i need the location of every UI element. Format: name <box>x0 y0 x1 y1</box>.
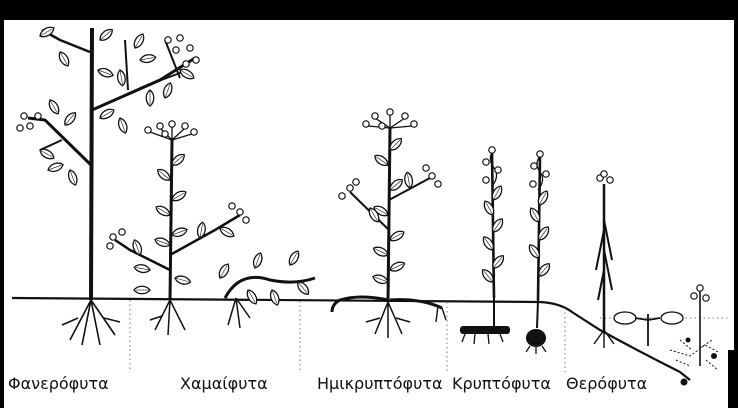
label-chamaephytes: Χαμαίφυτα <box>180 374 268 393</box>
label-phanerophytes: Φανερόφυτα <box>8 374 109 393</box>
label-hemicryptophytes: Ημικρυπτόφυτα <box>317 374 443 393</box>
label-therophytes: Θερόφυτα <box>566 374 647 393</box>
label-cryptophytes: Κρυπτόφυτα <box>452 374 551 393</box>
bottom-right-dark-corner <box>728 350 738 408</box>
